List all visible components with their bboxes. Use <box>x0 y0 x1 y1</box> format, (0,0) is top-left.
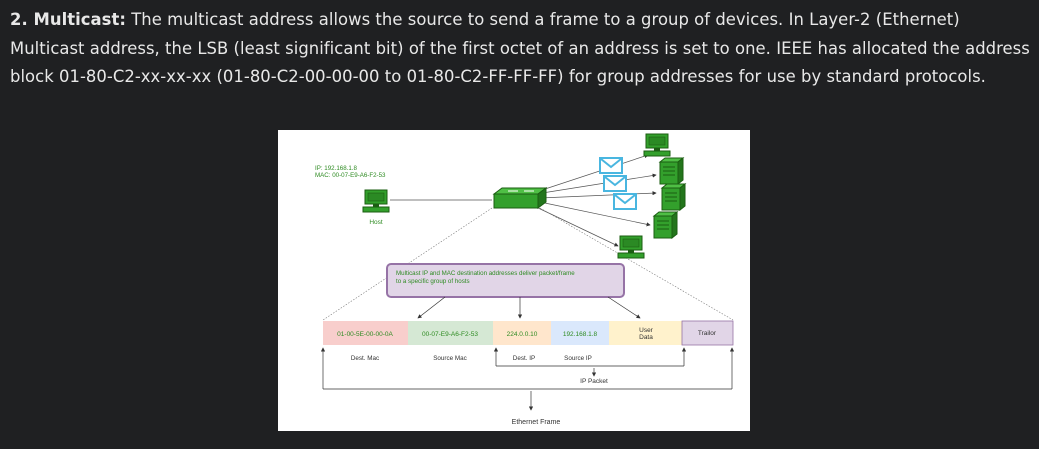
receiver-tower-icon <box>653 211 678 239</box>
dest-ip-value: 224.0.0.10 <box>507 331 538 338</box>
callout-box <box>386 263 625 298</box>
ip-packet-label: IP Packet <box>580 378 608 385</box>
trailer-label: Trailor <box>698 330 717 337</box>
host-mac-label: MAC: 00-07-E9-A6-F2-53 <box>315 172 386 179</box>
user-data-label-line1: User <box>639 327 654 334</box>
dest-mac-value: 01-00-5E-00-00-0A <box>337 331 393 338</box>
multicast-heading: 2. Multicast: <box>10 10 126 29</box>
dest-mac-field-label: Dest. Mac <box>351 355 379 362</box>
receiver-tower-icon <box>659 157 684 185</box>
envelope-icon <box>603 175 627 192</box>
callout-arrows <box>417 296 641 319</box>
host-ip-label: IP: 192.168.1.8 <box>315 165 358 172</box>
dest-ip-field-label: Dest. IP <box>513 355 535 362</box>
multicast-paragraph: 2. Multicast: The multicast address allo… <box>10 6 1030 92</box>
receiver-tower-icon <box>661 183 686 211</box>
callout-text-line1: Multicast IP and MAC destination address… <box>396 270 575 277</box>
envelope-icon <box>599 157 623 174</box>
source-ip-value: 192.168.1.8 <box>563 331 598 338</box>
source-mac-field-label: Source Mac <box>433 355 467 362</box>
receiver-computer-icon <box>643 133 671 157</box>
ethernet-frame-label: Ethernet Frame <box>512 419 561 426</box>
dotted-links <box>322 207 734 321</box>
host-computer-icon <box>362 189 390 213</box>
ethernet-frame-row: 01-00-5E-00-00-0A 00-07-E9-A6-F2-53 224.… <box>323 320 734 346</box>
source-mac-value: 00-07-E9-A6-F2-53 <box>422 331 478 338</box>
multicast-diagram: IP: 192.168.1.8 MAC: 00-07-E9-A6-F2-53 H… <box>278 130 750 431</box>
envelope-icon <box>613 193 637 210</box>
ethernet-frame-bracket <box>320 347 735 411</box>
receiver-computer-icon <box>617 235 645 259</box>
callout-text-line2: to a specific group of hosts <box>396 278 470 285</box>
host-label: Host <box>369 219 383 226</box>
user-data-label-line2: Data <box>639 334 653 341</box>
source-ip-field-label: Source IP <box>564 355 592 362</box>
ip-packet-bracket <box>493 347 687 377</box>
switch-icon <box>492 187 548 209</box>
multicast-description: The multicast address allows the source … <box>10 10 1030 87</box>
